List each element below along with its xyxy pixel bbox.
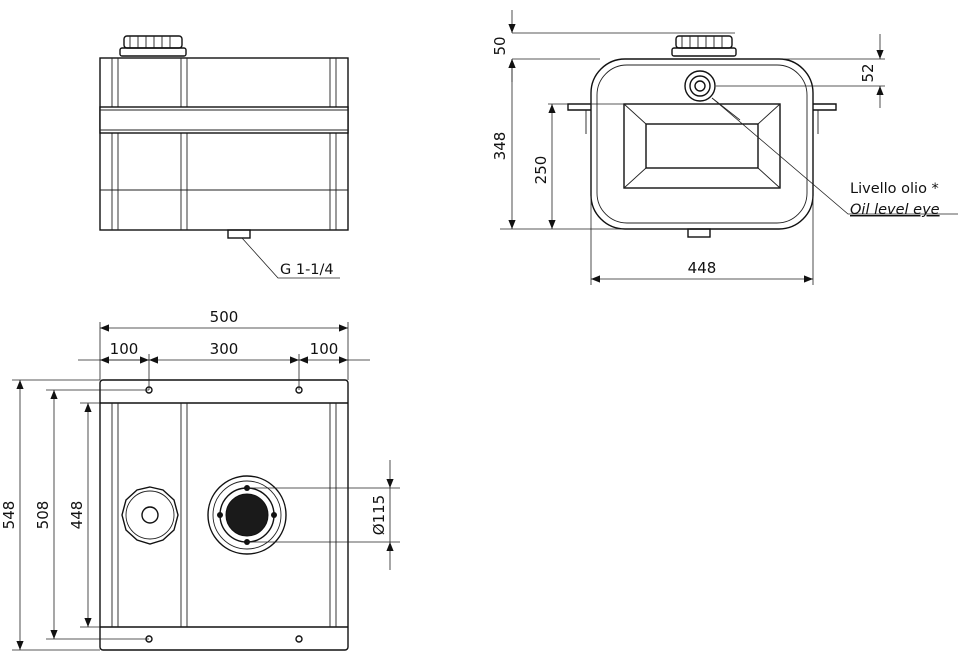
filler-cap-side-icon (671, 35, 737, 57)
dim-hole-length: 508 (34, 501, 52, 530)
dim-width: 448 (688, 259, 717, 277)
mounting-holes (145, 386, 303, 643)
side-view: 50 52 348 250 448 Livello olio * Oil lev… (491, 10, 958, 285)
dim-total-height: 348 (491, 132, 509, 161)
thread-label: G 1-1/4 (280, 262, 334, 278)
plan-view: 500 100 300 100 548 508 448 Ø115 (0, 308, 400, 651)
dim-overall-width: 500 (210, 308, 239, 326)
dim-overall-length: 548 (0, 501, 18, 530)
filler-cap-icon (119, 35, 187, 57)
dim-hole-spacing: 300 (210, 340, 239, 358)
dim-hole-right: 100 (310, 340, 339, 358)
dim-port-diameter: Ø115 (370, 495, 388, 535)
oil-level-eye-icon (684, 70, 716, 102)
filler-cap-top-icon (121, 486, 179, 545)
front-view: G 1-1/4 (99, 35, 349, 279)
dim-hole-left: 100 (110, 340, 139, 358)
dim-eye-offset: 52 (859, 63, 877, 82)
dim-body-length: 448 (68, 501, 86, 530)
oil-level-label-it: Livello olio * (850, 181, 939, 197)
dim-cap-height: 50 (491, 36, 509, 55)
oil-level-label-en: Oil level eye (850, 202, 940, 218)
dim-eye-window: 250 (532, 156, 550, 185)
